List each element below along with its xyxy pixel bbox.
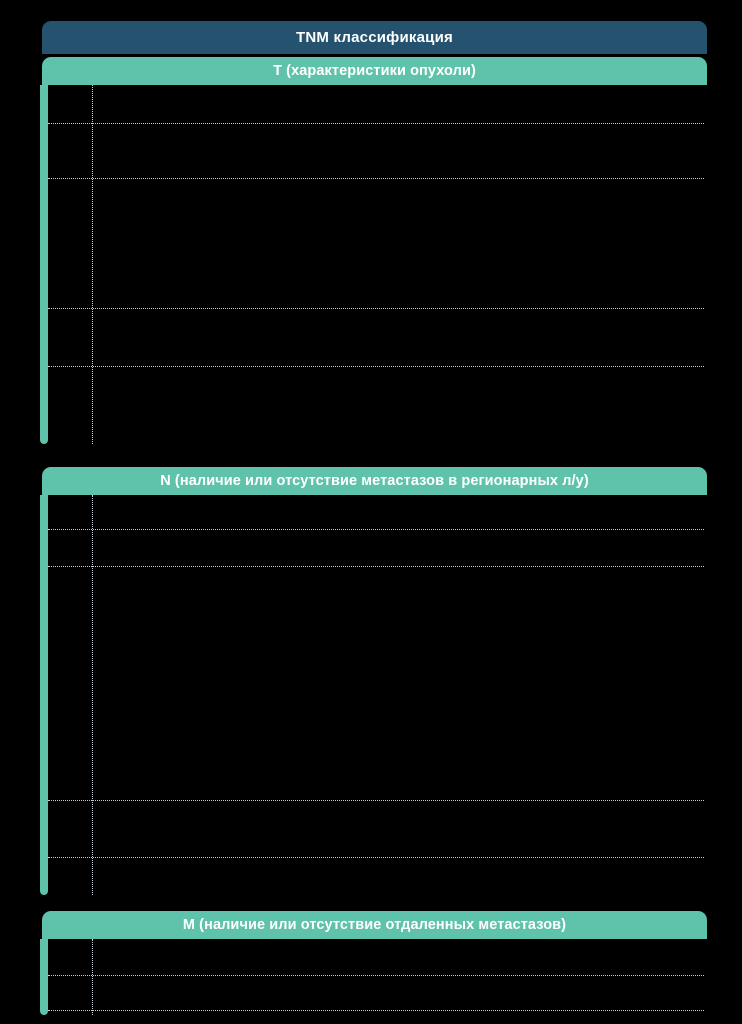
accent-bar-n [40, 495, 48, 895]
column-divider-n [92, 495, 94, 895]
table-row [48, 857, 92, 895]
row-code [48, 366, 92, 372]
table-body-m [48, 939, 704, 1015]
row-description [93, 800, 704, 806]
row-separator [48, 366, 704, 367]
table-row [93, 566, 704, 800]
row-code [48, 308, 92, 314]
section-header-n: N (наличие или отсутствие метастазов в р… [42, 467, 707, 495]
row-separator [48, 1010, 704, 1011]
row-description [93, 975, 704, 981]
row-separator [48, 975, 704, 976]
row-description [93, 495, 704, 501]
row-code [48, 975, 92, 981]
row-code [48, 495, 92, 501]
table-body-n [48, 495, 704, 895]
table-row [48, 566, 92, 800]
table-row [93, 85, 704, 123]
row-separator [48, 857, 704, 858]
row-description [93, 366, 704, 372]
row-description [93, 566, 704, 572]
table-row [48, 178, 92, 308]
table-row [48, 308, 92, 366]
column-divider-t [92, 85, 94, 444]
table-row [93, 123, 704, 178]
section-header-m: M (наличие или отсутствие отдаленных мет… [42, 911, 707, 939]
row-description [93, 178, 704, 184]
row-code [48, 566, 92, 572]
row-description [93, 529, 704, 535]
row-separator [48, 308, 704, 309]
table-row [48, 495, 92, 529]
page-title: TNM классификация [296, 29, 453, 46]
page-title-bar: TNM классификация [42, 21, 707, 54]
table-row [48, 939, 92, 975]
table-row [93, 939, 704, 975]
table-row [48, 529, 92, 566]
row-separator [48, 123, 704, 124]
table-body-t [48, 85, 704, 444]
table-row [93, 495, 704, 529]
row-code [48, 529, 92, 535]
table-row [48, 85, 92, 123]
section-header-t: Т (характеристики опухоли) [42, 57, 707, 85]
row-separator [48, 529, 704, 530]
table-row [48, 800, 92, 857]
column-divider-m [92, 939, 94, 1015]
table-row [48, 366, 92, 444]
row-description [93, 308, 704, 314]
table-row [93, 529, 704, 566]
row-description [93, 85, 704, 91]
table-row [93, 308, 704, 366]
row-code [48, 178, 92, 184]
row-separator [48, 178, 704, 179]
table-row [93, 975, 704, 1010]
accent-bar-m [40, 939, 48, 1015]
row-code [48, 939, 92, 945]
section-header-t-label: Т (характеристики опухоли) [273, 62, 476, 79]
section-header-m-label: M (наличие или отсутствие отдаленных мет… [182, 916, 567, 933]
accent-bar-t [40, 85, 48, 444]
table-row [93, 178, 704, 308]
table-row [93, 857, 704, 895]
row-description [93, 857, 704, 863]
row-code [48, 800, 92, 806]
row-code [48, 857, 92, 863]
section-header-n-label: N (наличие или отсутствие метастазов в р… [160, 472, 589, 489]
table-row [48, 123, 92, 178]
row-separator [48, 800, 704, 801]
table-row [48, 975, 92, 1010]
table-row [93, 800, 704, 857]
row-code [48, 123, 92, 129]
row-separator [48, 566, 704, 567]
row-code [48, 85, 92, 91]
table-row [93, 366, 704, 444]
row-description [93, 939, 704, 945]
row-description [93, 123, 704, 129]
